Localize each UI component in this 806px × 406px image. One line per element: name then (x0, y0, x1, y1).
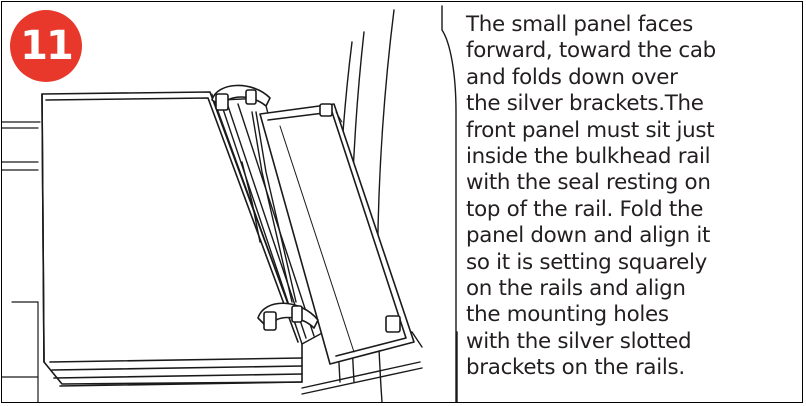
folded-panels (41, 91, 303, 387)
tonneau-cover-illustration (2, 5, 458, 402)
front-panel (259, 103, 415, 365)
step-number-badge: 11 (10, 10, 82, 82)
instruction-text: The small panel faces forward, toward th… (466, 12, 716, 381)
truck-bed-lines (2, 121, 41, 402)
clamp-brackets (211, 84, 401, 333)
